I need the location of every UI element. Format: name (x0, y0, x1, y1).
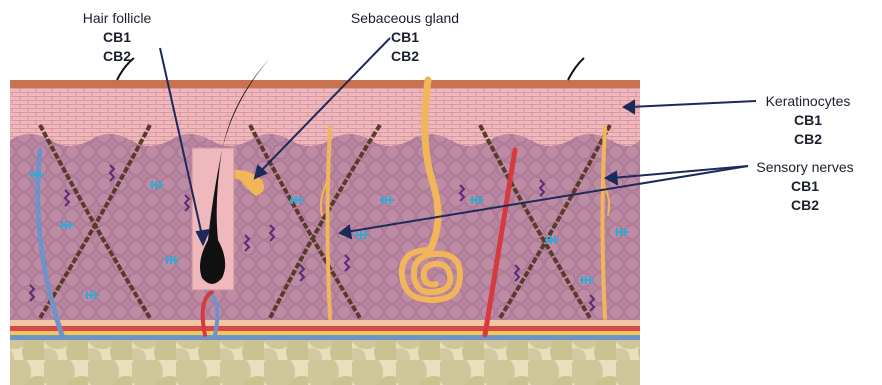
dermis (10, 134, 640, 322)
label-sensory-nerves-cb2: CB2 (750, 196, 860, 215)
stratum-corneum (10, 80, 640, 88)
label-keratinocytes-cb2: CB2 (758, 130, 858, 149)
label-keratinocytes-name: Keratinocytes (758, 92, 858, 111)
label-sebaceous-gland-name: Sebaceous gland (345, 9, 465, 28)
basal-band-blue (10, 335, 640, 340)
label-keratinocytes-cb1: CB1 (758, 111, 858, 130)
basal-band-yellow (10, 331, 640, 335)
skin-layers (10, 80, 640, 385)
label-sensory-nerves-name: Sensory nerves (750, 158, 860, 177)
label-sensory-nerves: Sensory nerves CB1 CB2 (750, 158, 860, 215)
label-hair-follicle: Hair follicle CB1 CB2 (62, 9, 172, 66)
basal-band-top (10, 320, 640, 326)
hypodermis (10, 340, 640, 385)
arrow-keratinocytes (630, 101, 756, 107)
basal-band-red (10, 326, 640, 331)
label-hair-follicle-cb2: CB2 (62, 47, 172, 66)
label-hair-follicle-cb1: CB1 (62, 28, 172, 47)
label-sensory-nerves-cb1: CB1 (750, 177, 860, 196)
label-sebaceous-gland: Sebaceous gland CB1 CB2 (345, 9, 465, 66)
label-hair-follicle-name: Hair follicle (62, 9, 172, 28)
label-keratinocytes: Keratinocytes CB1 CB2 (758, 92, 858, 149)
label-sebaceous-gland-cb1: CB1 (345, 28, 465, 47)
label-sebaceous-gland-cb2: CB2 (345, 47, 465, 66)
